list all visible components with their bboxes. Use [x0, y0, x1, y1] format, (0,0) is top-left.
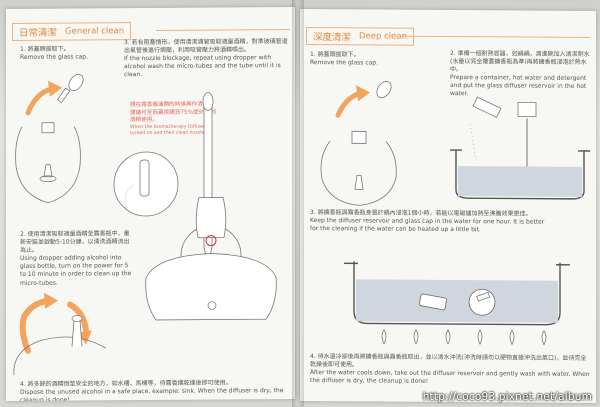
right-step2-en: Prepare a container, hot water and deter… — [450, 74, 587, 98]
right-step2-cn: 2. 準備一個耐熱容器，如鍋鍋，滴進碗加入清潔劑水(水量以完全覆蓋擴香瓶為準)再… — [450, 50, 590, 74]
left-step2-cn: 2. 使用清潔吸取適量酒精至霧香瓶中，重新安裝並啟動5-10分鐘，以清洗酒精流出… — [20, 230, 130, 255]
glass-cap-illustration — [15, 73, 84, 204]
right-glass-cap-illustration — [320, 81, 397, 206]
left-header-cn: 日常清潔 — [19, 27, 58, 39]
soaking-pot-illustration — [344, 261, 570, 346]
right-step4-cn: 4. 待水溫冷卻後再將擴香瓶與霧香瓶取出，並以清水沖洗(沖洗時請勿以硬物直接沖洗… — [310, 353, 587, 369]
right-header-cn: 深度清潔 — [313, 32, 352, 44]
rotation-illustration — [13, 292, 107, 375]
left-header-en: General clean — [65, 26, 125, 37]
left-step1-en: Remove the glass cap. — [20, 53, 89, 62]
left-page: 日常清潔 General clean 1. 將蓋頭拔取下。 Remove the… — [6, 6, 295, 402]
right-page: 深度清潔 Deep clean 1. 將蓋頭拔取下。 Remove the gl… — [300, 8, 596, 404]
book-spine-shadow — [292, 0, 304, 407]
pot-filling-illustration — [450, 96, 590, 200]
left-step2-en: Using dropper adding alcohol into glass … — [20, 254, 132, 287]
left-step3-en: If the nozzle blockage, repeat using dro… — [124, 54, 281, 79]
dropper-diffuser-illustration — [113, 92, 277, 321]
left-step3-cn: 3. 若有阻塞情形，使用清潔滴管吸取適量酒精，對準玻璃管道出氣管後進行擠壓，利用… — [124, 38, 288, 55]
left-header-rule — [156, 29, 290, 31]
watermark-url: http://coco93.pixnet.net/album — [422, 391, 592, 403]
right-step1-en: Remove the glass cap. — [310, 59, 379, 67]
right-step3-en: Keep the diffuser reservoir and glass ca… — [310, 217, 545, 234]
left-section-header: 日常清潔 General clean — [12, 22, 132, 41]
right-header-rule — [390, 35, 590, 38]
right-step4-en: After the water cools down, take out the… — [310, 369, 590, 386]
left-step4-en: Dispose the unused alcohol in a safe pla… — [20, 387, 284, 402]
